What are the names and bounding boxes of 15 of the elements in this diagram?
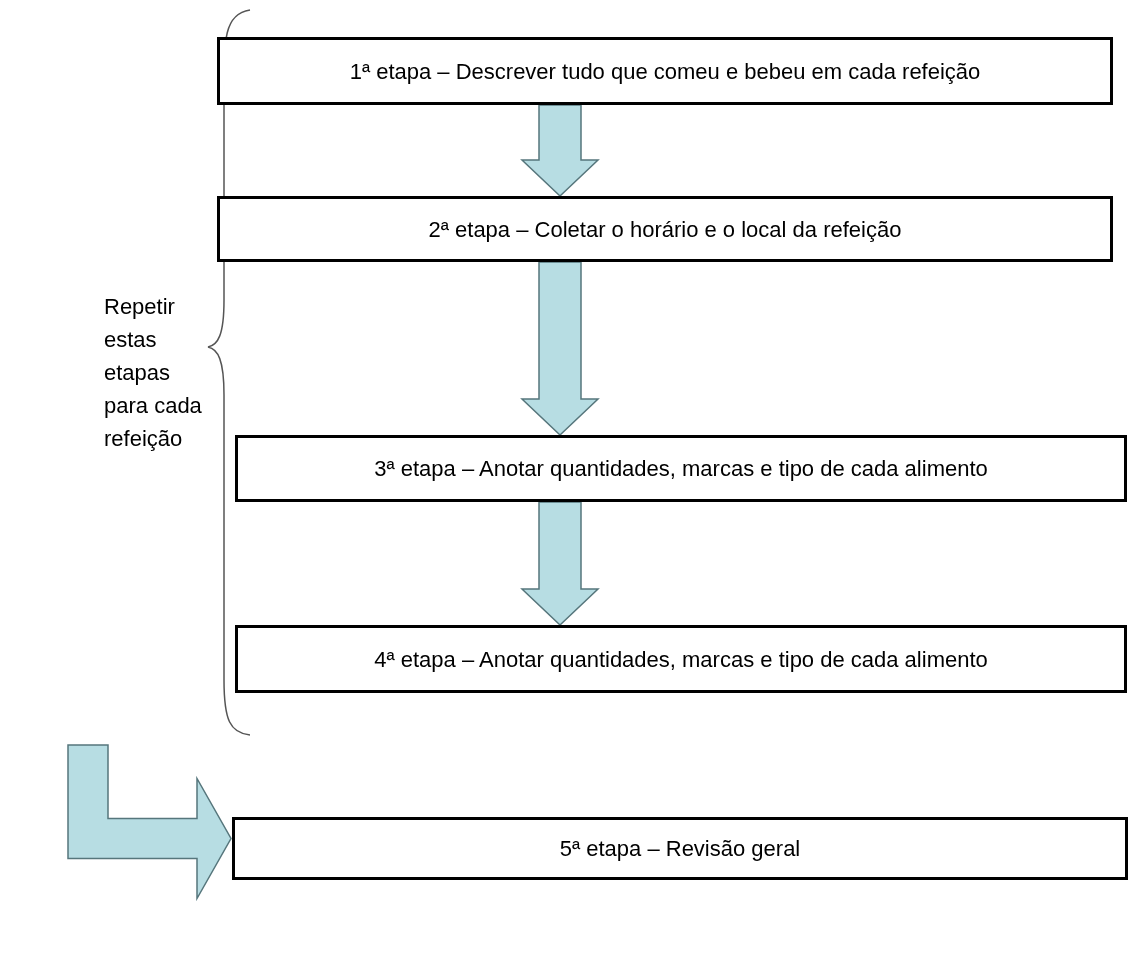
step-text: 1ª etapa – Descrever tudo que comeu e bebeu em cada refeição xyxy=(349,57,981,86)
step-box xyxy=(232,817,1128,880)
step-box xyxy=(217,37,1113,105)
step-box xyxy=(235,435,1127,502)
step-text: 4ª etapa – Anotar quantidades, marcas e tipo de cada alimento xyxy=(374,645,988,674)
step-box xyxy=(217,196,1113,262)
block-arrow xyxy=(520,104,600,198)
step-text: 2ª etapa – Coletar o horário e o local da refeição xyxy=(428,215,902,244)
block-arrow xyxy=(520,261,600,437)
block-arrow xyxy=(67,744,232,902)
step-text: 3ª etapa – Anotar quantidades, marcas e tipo de cada alimento xyxy=(374,455,988,483)
step-text: 5ª etapa – Revisão geral xyxy=(559,835,801,863)
block-arrow xyxy=(520,501,600,627)
step-box xyxy=(235,625,1127,693)
brace-note: Repetir estas etapas para cada refeição xyxy=(104,293,203,453)
